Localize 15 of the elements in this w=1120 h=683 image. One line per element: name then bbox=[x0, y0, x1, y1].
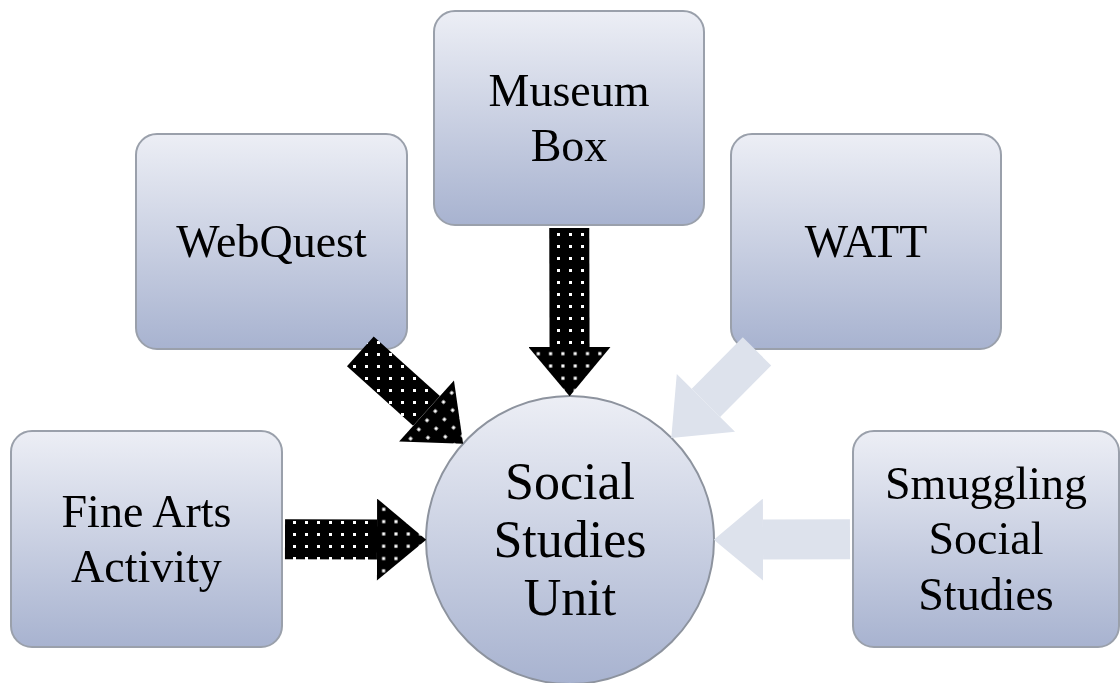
topic-box bbox=[852, 430, 1120, 648]
node-label: WebQuest bbox=[176, 214, 367, 269]
node-label: Fine Arts Activity bbox=[60, 484, 233, 594]
block-arrow bbox=[528, 227, 611, 397]
block-arrow bbox=[671, 337, 772, 438]
block-arrow bbox=[285, 498, 427, 581]
node-label: WATT bbox=[804, 214, 928, 269]
topic-box bbox=[433, 10, 705, 226]
node-label: Museum Box bbox=[487, 63, 651, 173]
node-label: Social Studies Unit bbox=[492, 452, 648, 628]
topic-box bbox=[730, 133, 1002, 350]
node-label: Smuggling Social Studies bbox=[884, 457, 1088, 622]
topic-box bbox=[10, 430, 283, 648]
topic-box bbox=[135, 133, 408, 350]
block-arrow bbox=[346, 336, 464, 444]
